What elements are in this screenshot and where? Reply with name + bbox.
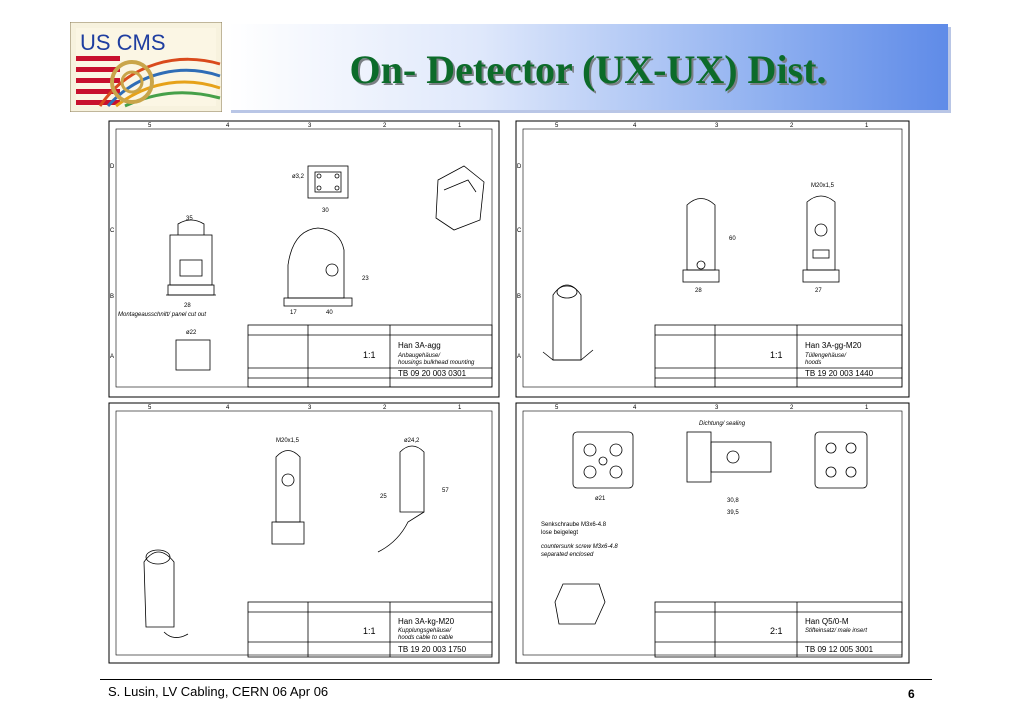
- svg-text:5: 5: [148, 123, 152, 129]
- svg-text:ø21: ø21: [595, 496, 606, 502]
- svg-text:lose beigelegt: lose beigelegt: [541, 530, 578, 536]
- svg-text:2: 2: [383, 405, 387, 411]
- svg-text:hoods: hoods: [805, 360, 821, 366]
- svg-text:4: 4: [226, 123, 230, 129]
- svg-text:27: 27: [815, 288, 822, 294]
- svg-text:countersunk screw M3x6-4.8: countersunk screw M3x6-4.8: [541, 544, 618, 550]
- svg-text:1:1: 1:1: [363, 626, 376, 636]
- svg-text:A: A: [110, 354, 114, 360]
- part-number: TB 09 20 003 0301: [398, 369, 467, 378]
- svg-text:Anbaugehäuse/: Anbaugehäuse/: [397, 353, 441, 359]
- svg-text:Han 3A-gg-M20: Han 3A-gg-M20: [805, 341, 862, 350]
- svg-text:D: D: [110, 164, 115, 170]
- svg-text:C: C: [110, 228, 115, 234]
- svg-text:hoods cable to cable: hoods cable to cable: [398, 635, 454, 641]
- svg-text:1: 1: [865, 123, 869, 129]
- svg-text:Tüllengehäuse/: Tüllengehäuse/: [805, 353, 847, 359]
- svg-text:2:1: 2:1: [770, 626, 783, 636]
- svg-text:2: 2: [790, 405, 794, 411]
- svg-text:TB 09 12 005 3001: TB 09 12 005 3001: [805, 645, 874, 654]
- title-bar: On- Detector (UX-UX) Dist.: [228, 24, 948, 110]
- svg-text:Senkschraube M3x6-4.8: Senkschraube M3x6-4.8: [541, 522, 607, 528]
- slide-title: On- Detector (UX-UX) Dist.: [349, 47, 827, 92]
- svg-text:30,8: 30,8: [727, 498, 739, 504]
- svg-text:ø22: ø22: [186, 330, 197, 336]
- svg-text:B: B: [517, 294, 521, 300]
- svg-text:39,5: 39,5: [727, 510, 739, 516]
- svg-text:Han Q5/0-M: Han Q5/0-M: [805, 617, 849, 626]
- page-number: 6: [908, 687, 915, 701]
- technical-drawing-han-3a-gg-m20: 5 4 3 2 1 D C B A M20x1,5 28 27 60 Han 3A-gg-M2…: [515, 120, 910, 398]
- svg-text:57: 57: [442, 488, 449, 494]
- svg-text:4: 4: [633, 405, 637, 411]
- svg-text:1: 1: [865, 405, 869, 411]
- svg-text:28: 28: [184, 303, 191, 309]
- svg-text:2: 2: [383, 123, 387, 129]
- svg-text:Dichtung/ sealing: Dichtung/ sealing: [699, 421, 746, 427]
- svg-text:23: 23: [362, 276, 369, 282]
- drawing-name: Han 3A-agg: [398, 341, 441, 350]
- svg-text:60: 60: [729, 236, 736, 242]
- svg-text:4: 4: [226, 405, 230, 411]
- svg-text:Kupplungsgehäuse/: Kupplungsgehäuse/: [398, 628, 452, 634]
- svg-text:1: 1: [458, 405, 462, 411]
- svg-text:35: 35: [186, 216, 193, 222]
- svg-text:1: 1: [458, 123, 462, 129]
- svg-text:housings bulkhead mounting: housings bulkhead mounting: [398, 360, 475, 366]
- svg-text:separated enclosed: separated enclosed: [541, 552, 594, 558]
- svg-text:TB 19 20 003 1750: TB 19 20 003 1750: [398, 645, 467, 654]
- svg-text:5: 5: [148, 405, 152, 411]
- svg-text:17: 17: [290, 310, 297, 316]
- svg-text:1:1: 1:1: [363, 350, 376, 360]
- svg-text:M20x1,5: M20x1,5: [276, 438, 300, 444]
- svg-text:ø24,2: ø24,2: [404, 438, 420, 444]
- svg-text:30: 30: [322, 208, 329, 214]
- svg-text:3: 3: [715, 405, 719, 411]
- technical-drawing-han-3a-agg: 5 4 3 2 1 D C B A 35 28 30 40 17 23: [108, 120, 500, 398]
- svg-text:Han 3A-kg-M20: Han 3A-kg-M20: [398, 617, 455, 626]
- us-cms-logo: US CMS: [70, 22, 222, 112]
- svg-text:A: A: [517, 354, 521, 360]
- svg-text:4: 4: [633, 123, 637, 129]
- svg-text:1:1: 1:1: [770, 350, 783, 360]
- svg-text:40: 40: [326, 310, 333, 316]
- svg-text:D: D: [517, 164, 522, 170]
- svg-text:25: 25: [380, 494, 387, 500]
- svg-text:TB 19 20 003 1440: TB 19 20 003 1440: [805, 369, 874, 378]
- svg-text:5: 5: [555, 123, 559, 129]
- svg-text:Stifteinsatz/ male insert: Stifteinsatz/ male insert: [805, 628, 867, 634]
- svg-text:Montageausschnitt/ panel cut o: Montageausschnitt/ panel cut out: [118, 312, 206, 318]
- svg-text:3: 3: [308, 405, 312, 411]
- svg-text:C: C: [517, 228, 522, 234]
- logo-text: US CMS: [80, 30, 166, 55]
- svg-text:B: B: [110, 294, 114, 300]
- footer-text: S. Lusin, LV Cabling, CERN 06 Apr 06: [108, 684, 329, 699]
- svg-text:ø3,2: ø3,2: [292, 174, 305, 180]
- svg-text:28: 28: [695, 288, 702, 294]
- svg-text:M20x1,5: M20x1,5: [811, 183, 835, 189]
- svg-text:2: 2: [790, 123, 794, 129]
- svg-text:3: 3: [715, 123, 719, 129]
- svg-text:5: 5: [555, 405, 559, 411]
- svg-text:3: 3: [308, 123, 312, 129]
- footer-divider: [100, 679, 932, 680]
- technical-drawing-han-q5-0-m: 5 4 3 2 1 Dichtung/ sealing 30,8 39,5 ø21 Se…: [515, 402, 910, 664]
